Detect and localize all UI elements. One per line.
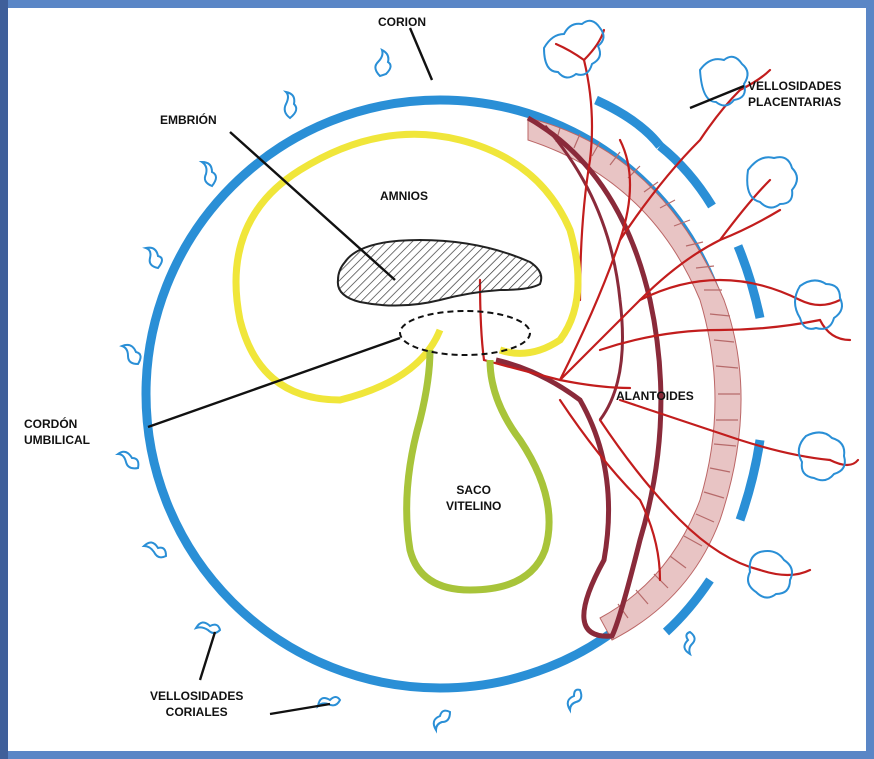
label-cordon-umbilical: CORDÓN UMBILICAL	[24, 416, 90, 448]
label-saco-vitelino: SACO VITELINO	[446, 482, 501, 514]
label-saco-vitelino-line1: SACO	[446, 482, 501, 498]
label-saco-vitelino-line2: VITELINO	[446, 498, 501, 514]
label-vellosidades-placentarias-line1: VELLOSIDADES	[748, 78, 841, 94]
cordon-umbilical-ring	[400, 311, 530, 355]
label-vellosidades-coriales: VELLOSIDADES CORIALES	[150, 688, 243, 720]
villus	[146, 248, 162, 268]
villus	[196, 622, 220, 633]
label-corion: CORION	[378, 14, 426, 30]
villus	[285, 92, 297, 118]
label-vellosidades-placentarias-line2: PLACENTARIAS	[748, 94, 841, 110]
label-cordon-umbilical-line2: UMBILICAL	[24, 432, 90, 448]
left-edge-strip	[0, 0, 8, 759]
saco-vitelino-outline	[407, 350, 549, 590]
label-amnios: AMNIOS	[380, 188, 428, 204]
label-vellosidades-placentarias: VELLOSIDADES PLACENTARIAS	[748, 78, 841, 110]
villus	[375, 50, 390, 76]
label-alantoides: ALANTOIDES	[616, 388, 694, 404]
villus	[684, 632, 694, 654]
label-vellosidades-coriales-line2: CORIALES	[150, 704, 243, 720]
label-embrion: EMBRIÓN	[160, 112, 217, 128]
villus	[202, 162, 216, 186]
villus	[118, 452, 138, 469]
villus	[122, 345, 141, 364]
villus	[568, 690, 582, 710]
embryo	[338, 240, 541, 306]
label-vellosidades-coriales-line1: VELLOSIDADES	[150, 688, 243, 704]
villus	[434, 711, 450, 730]
villus	[144, 542, 166, 557]
label-cordon-umbilical-line1: CORDÓN	[24, 416, 90, 432]
